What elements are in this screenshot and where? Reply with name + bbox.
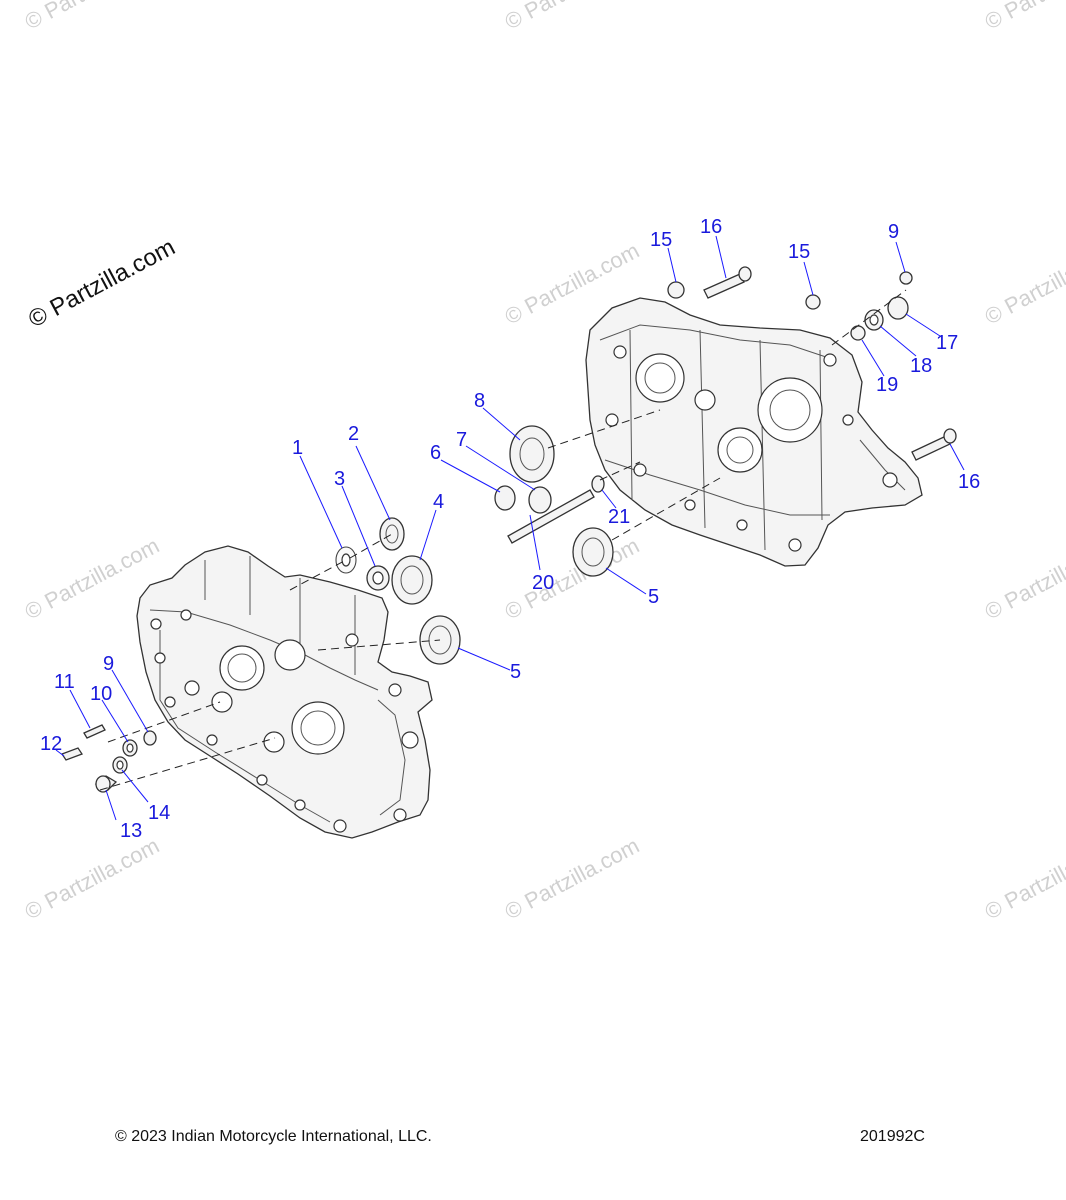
alignment-lines — [99, 289, 907, 791]
callout-8: 8 — [474, 390, 485, 412]
watermark: © Partzilla.com — [981, 0, 1066, 34]
watermark: © Partzilla.com — [981, 533, 1066, 625]
watermark: © Partzilla.com — [501, 833, 644, 925]
callout-5-left: 5 — [510, 661, 521, 683]
watermark: © Partzilla.com — [981, 833, 1066, 925]
callout-21: 21 — [608, 506, 630, 528]
callout-16-top: 16 — [700, 216, 722, 238]
diagram-id: 201992C — [860, 1128, 925, 1145]
callout-1: 1 — [292, 437, 303, 459]
callout-15-left: 15 — [650, 229, 672, 251]
callout-4: 4 — [433, 491, 444, 513]
watermark: © Partzilla.com — [21, 833, 164, 925]
callout-6: 6 — [430, 442, 441, 464]
callout-16-right: 16 — [958, 471, 980, 493]
callout-11: 11 — [54, 671, 75, 693]
callout-20: 20 — [532, 572, 554, 594]
callout-2: 2 — [348, 423, 359, 445]
callout-13: 13 — [120, 820, 142, 842]
partzilla-brand-watermark: © Partzilla.com — [24, 234, 179, 334]
callout-5-right: 5 — [648, 586, 659, 608]
right-crankcase-half — [585, 297, 923, 567]
copyright-notice: © 2023 Indian Motorcycle International, … — [115, 1128, 432, 1145]
callout-19: 19 — [876, 374, 898, 396]
left-crankcase-half — [136, 545, 433, 839]
callout-18: 18 — [910, 355, 932, 377]
callout-12: 12 — [40, 733, 62, 755]
watermark: © Partzilla.com — [21, 0, 164, 34]
callout-9-left: 9 — [103, 653, 114, 675]
callout-17: 17 — [936, 332, 958, 354]
callout-7: 7 — [456, 429, 467, 451]
callout-15-right: 15 — [788, 241, 810, 263]
parts-right — [494, 266, 957, 577]
callout-numbers: 1 2 3 4 5 5 6 7 8 9 9 10 11 12 13 14 15 … — [40, 216, 980, 842]
watermark: © Partzilla.com — [501, 0, 644, 34]
callout-10: 10 — [90, 683, 112, 705]
callout-3: 3 — [334, 468, 345, 490]
callout-14: 14 — [148, 802, 170, 824]
leader-lines — [55, 235, 965, 821]
callout-9-right: 9 — [888, 221, 899, 243]
watermark: © Partzilla.com — [981, 238, 1066, 330]
